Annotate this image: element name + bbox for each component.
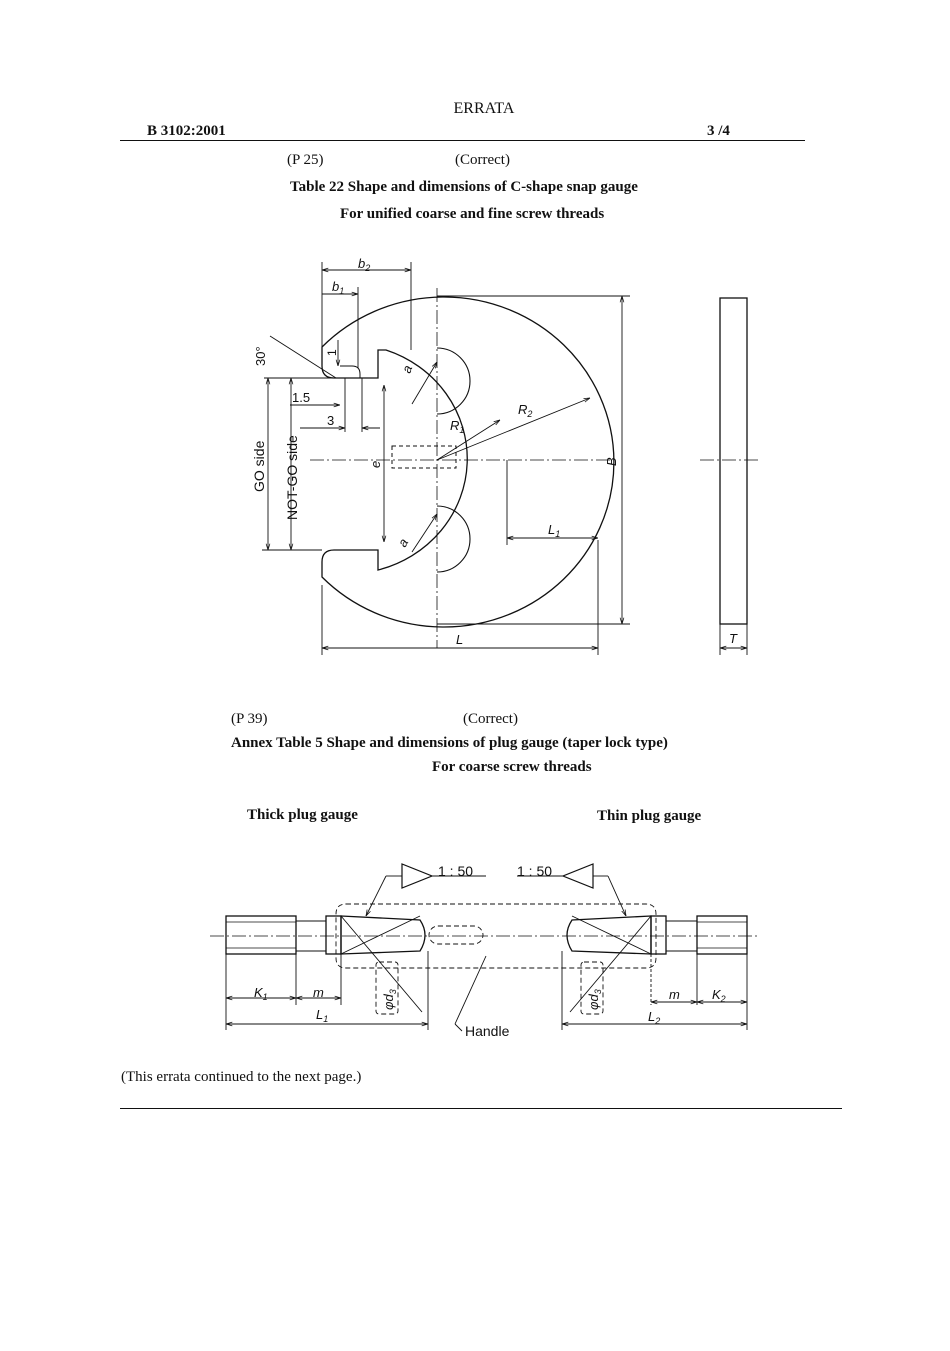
label-r1: R1 [450, 418, 464, 435]
snap-gauge-outline [321, 296, 615, 628]
label-a-top: a [399, 363, 416, 375]
label-e: e [368, 461, 383, 468]
errata-title: ERRATA [453, 100, 515, 117]
section1-subtitle: For unified coarse and fine screw thread… [340, 206, 605, 222]
page-number: 3 /4 [707, 123, 730, 139]
doc-id: B 3102:2001 [147, 123, 226, 139]
thick-plug-body [325, 915, 342, 955]
handle-outline [335, 903, 657, 969]
label-b-big: B [604, 457, 619, 466]
label-t: T [729, 631, 738, 646]
thin-plug-label: Thin plug gauge [597, 808, 702, 824]
section2-subtitle: For coarse screw threads [432, 759, 592, 775]
section1-status: (Correct) [455, 152, 510, 168]
label-b1: b1 [332, 279, 344, 296]
section1-page-ref: (P 25) [287, 152, 324, 168]
section2-page-ref: (P 39) [231, 711, 268, 727]
label-angle: 30° [253, 346, 268, 366]
label-l: L [456, 632, 463, 647]
lower-anvil [436, 505, 471, 573]
side-view-plate [719, 297, 748, 625]
label-l1: L1 [548, 522, 560, 539]
thin-plug-body [650, 915, 667, 955]
header-rule [120, 140, 805, 141]
label-m-right: m [669, 987, 680, 1002]
label-one: 1 [325, 349, 339, 356]
thick-plug-taper [340, 915, 426, 955]
section1-title: Table 22 Shape and dimensions of C-shape… [290, 179, 638, 195]
thin-plug-taper [566, 915, 652, 955]
label-phi-d3-right: φd3 [586, 989, 603, 1010]
taper-symbol-right [561, 863, 594, 889]
label-taper-left: 1 : 50 [438, 863, 473, 879]
continued-note: (This errata continued to the next page.… [121, 1069, 362, 1085]
label-k1: K1 [254, 985, 268, 1002]
label-taper-right: 1 : 50 [517, 863, 552, 879]
section2-status: (Correct) [463, 711, 518, 727]
label-one-five: 1.5 [292, 390, 310, 405]
label-m-left: m [313, 985, 324, 1000]
label-b2: b2 [358, 256, 370, 273]
label-not-go-side: NOT-GO side [284, 435, 300, 520]
taper-symbol-left [401, 863, 434, 889]
label-r2: R2 [518, 402, 532, 419]
section2-title: Annex Table 5 Shape and dimensions of pl… [231, 735, 668, 751]
label-phi-d3-left: φd3 [381, 989, 398, 1010]
label-three: 3 [327, 413, 334, 428]
upper-anvil [436, 347, 471, 415]
label-go-side: GO side [251, 440, 267, 492]
thick-plug-label: Thick plug gauge [247, 807, 358, 823]
footer-rule [120, 1108, 842, 1109]
label-k2: K2 [712, 987, 726, 1004]
label-handle: Handle [465, 1023, 510, 1039]
label-l2-plug: L2 [648, 1009, 660, 1026]
label-l1-plug: L1 [316, 1007, 328, 1024]
